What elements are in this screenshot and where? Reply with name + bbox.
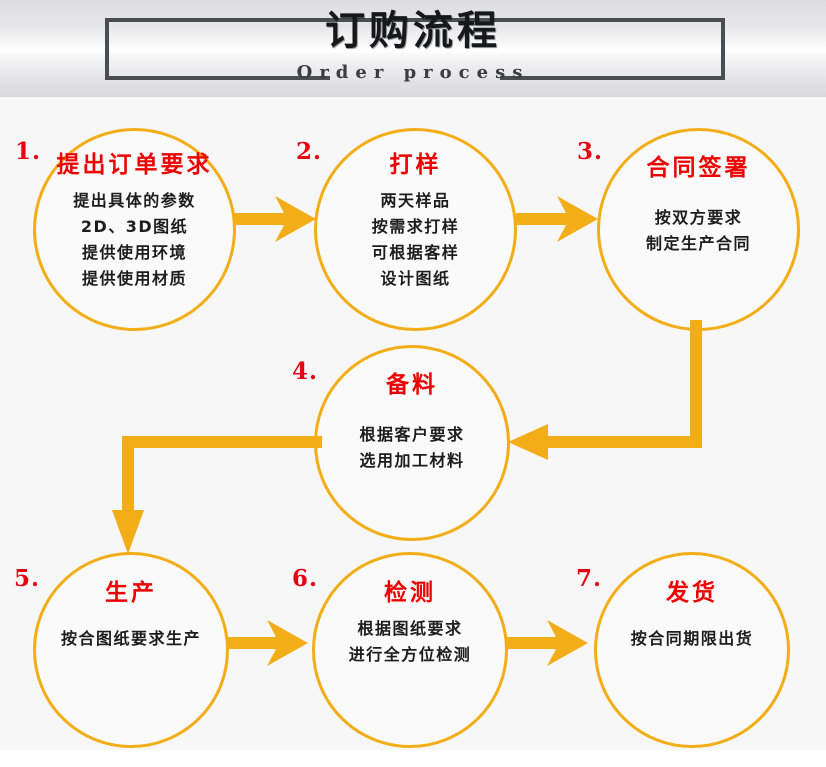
arrow-3-to-4-icon	[508, 320, 702, 460]
flow-node-2-line-3: 可根据客样	[371, 243, 460, 263]
step-number-4: 4.	[292, 358, 319, 385]
flow-node-2[interactable]: 打样 两天样品 按需求打样 可根据客样 设计图纸	[314, 128, 517, 331]
flow-node-6-line-2: 进行全方位检测	[348, 645, 472, 665]
flow-node-6-title: 检测	[384, 580, 436, 606]
flow-node-2-title: 打样	[389, 152, 442, 178]
flow-node-2-line-2: 按需求打样	[371, 217, 460, 237]
frame-left-border	[105, 18, 109, 80]
flow-node-1-line-4: 提供使用材质	[81, 269, 187, 289]
frame-bottom-right-border	[500, 76, 725, 80]
flow-node-3-line-1: 按双方要求	[654, 208, 743, 228]
flow-node-1-line-1: 提出具体的参数	[73, 191, 196, 211]
bottom-strip	[0, 750, 826, 767]
flow-node-3[interactable]: 合同签署 按双方要求 制定生产合同	[597, 128, 800, 331]
flow-node-3-title: 合同签署	[646, 155, 751, 181]
flow-node-7[interactable]: 发货 按合同期限出货	[594, 552, 790, 748]
flow-node-5[interactable]: 生产 按合图纸要求生产	[33, 552, 229, 748]
flow-node-2-line-1: 两天样品	[380, 191, 451, 211]
page-title: 订购流程	[325, 8, 501, 54]
flow-node-6-line-1: 根据图纸要求	[357, 619, 463, 639]
frame-right-border	[721, 18, 725, 80]
flow-node-1-line-2: 2D、3D图纸	[80, 217, 189, 237]
flow-node-1-title: 提出订单要求	[56, 152, 213, 178]
arrow-5-to-6-icon	[226, 620, 308, 666]
flow-node-6[interactable]: 检测 根据图纸要求 进行全方位检测	[312, 552, 508, 748]
step-number-7: 7.	[576, 565, 603, 592]
flow-node-4-line-1: 根据客户要求	[359, 425, 465, 445]
arrow-4-to-5-icon	[112, 436, 322, 554]
flow-node-4-title: 备料	[386, 372, 438, 398]
header-banner: 订购流程 Order process	[0, 0, 826, 97]
flow-node-5-title: 生产	[105, 580, 157, 606]
flow-node-7-line-1: 按合同期限出货	[630, 629, 754, 649]
flow-node-4-line-2: 选用加工材料	[359, 451, 465, 471]
step-number-1: 1.	[15, 138, 42, 165]
flow-node-5-line-1: 按合图纸要求生产	[60, 629, 201, 649]
page-subtitle: Order process	[296, 62, 530, 83]
frame-bottom-left-border	[105, 76, 330, 80]
flow-node-7-title: 发货	[666, 580, 718, 606]
frame-top-border	[105, 18, 725, 22]
arrow-1-to-2-icon	[234, 196, 316, 242]
flow-node-1-line-3: 提供使用环境	[81, 243, 187, 263]
flow-node-2-line-4: 设计图纸	[380, 269, 451, 289]
step-number-2: 2.	[296, 138, 323, 165]
arrow-6-to-7-icon	[506, 620, 588, 666]
flow-node-3-line-2: 制定生产合同	[645, 234, 751, 254]
step-number-6: 6.	[292, 565, 319, 592]
step-number-5: 5.	[14, 565, 41, 592]
step-number-3: 3.	[577, 138, 604, 165]
arrow-2-to-3-icon	[516, 196, 598, 242]
flow-node-1[interactable]: 提出订单要求 提出具体的参数 2D、3D图纸 提供使用环境 提供使用材质	[33, 128, 236, 331]
header-frame	[105, 18, 725, 80]
flow-node-4[interactable]: 备料 根据客户要求 选用加工材料	[314, 345, 510, 541]
